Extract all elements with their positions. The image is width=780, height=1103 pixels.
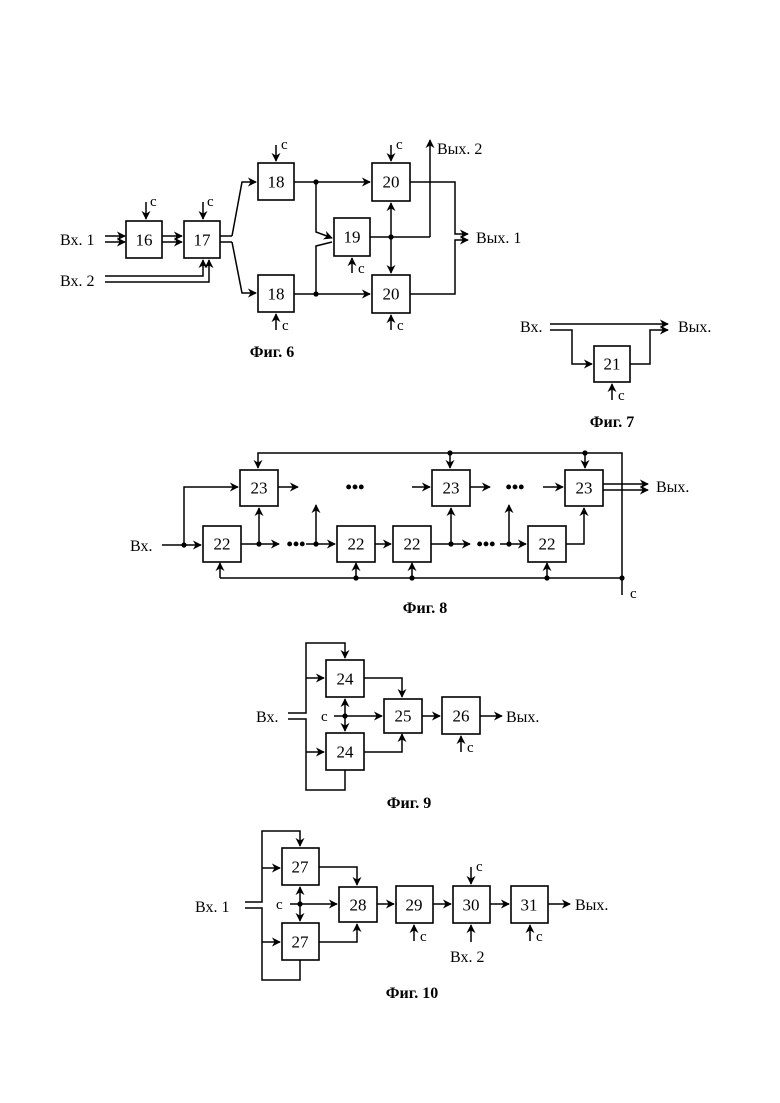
fig6-control-17: c <box>207 194 214 210</box>
figure-6: Вх. 1 Вх. 2 16 c 17 c 18 c 18 c <box>60 137 521 361</box>
fig9-block-24-top-label: 24 <box>337 670 355 689</box>
fig9-block-25-label: 25 <box>395 707 412 726</box>
fig8-block-22-b-label: 22 <box>348 535 365 554</box>
fig6-control-20-top: c <box>396 137 403 153</box>
fig8-block-22-c-label: 22 <box>404 535 421 554</box>
fig8-caption: Фиг. 8 <box>403 600 447 617</box>
fig6-output-1-label: Вых. 1 <box>476 230 521 247</box>
fig6-block-18-top-label: 18 <box>268 173 285 192</box>
fig10-block-29-label: 29 <box>406 896 423 915</box>
fig6-control-16: c <box>150 194 157 210</box>
fig8-input-label: Вх. <box>130 538 152 555</box>
fig7-input-label: Вх. <box>520 319 542 336</box>
fig9-block-26-label: 26 <box>453 707 470 726</box>
fig10-control: c <box>276 897 283 913</box>
fig10-block-27-top-label: 27 <box>292 858 310 877</box>
figure-9: Вх. 24 24 c 25 26 c Вых. Фиг. 9 <box>256 643 539 812</box>
fig6-control-18-top: c <box>281 137 288 153</box>
fig8-block-23-a-label: 23 <box>251 479 268 498</box>
fig6-caption: Фиг. 6 <box>250 344 294 361</box>
fig8-ellipsis-top-2: ••• <box>506 477 525 497</box>
fig6-input-2-label: Вх. 2 <box>60 273 94 290</box>
fig9-input-label: Вх. <box>256 709 278 726</box>
fig10-block-30-label: 30 <box>463 896 480 915</box>
fig8-ellipsis-top-1: ••• <box>346 477 365 497</box>
fig8-control: c <box>630 586 637 602</box>
fig8-ellipsis-bottom-2: ••• <box>477 534 496 554</box>
fig6-block-18-bottom-label: 18 <box>268 285 285 304</box>
fig10-block-27-bottom-label: 27 <box>292 933 310 952</box>
fig6-block-16-label: 16 <box>136 231 153 250</box>
fig8-block-22-d-label: 22 <box>539 535 556 554</box>
fig10-output-label: Вых. <box>575 897 608 914</box>
fig10-block-28-label: 28 <box>350 896 367 915</box>
fig9-control-26: c <box>467 740 474 756</box>
fig9-output-label: Вых. <box>506 709 539 726</box>
fig10-input-2-label: Вх. 2 <box>450 949 484 966</box>
fig8-ellipsis-bottom-1: ••• <box>287 534 306 554</box>
fig8-block-22-a-label: 22 <box>214 535 231 554</box>
figure-8: c Вх. 23 ••• 23 ••• 23 Вых. 22 ••• 22 <box>130 450 689 617</box>
fig7-output-label: Вых. <box>678 319 711 336</box>
fig10-caption: Фиг. 10 <box>386 985 438 1002</box>
fig8-block-23-b-label: 23 <box>443 479 460 498</box>
fig6-output-2-label: Вых. 2 <box>437 141 482 158</box>
fig6-control-19: c <box>358 261 365 277</box>
fig6-block-20-top-label: 20 <box>383 173 400 192</box>
fig6-input-1-label: Вх. 1 <box>60 232 94 249</box>
fig6-block-19-label: 19 <box>344 228 361 247</box>
fig8-output-label: Вых. <box>656 479 689 496</box>
fig6-control-20-bottom: c <box>397 318 404 334</box>
figure-7: Вх. 21 c Вых. Фиг. 7 <box>520 319 711 431</box>
fig8-block-23-c-label: 23 <box>576 479 593 498</box>
fig10-input-1-label: Вх. 1 <box>195 899 229 916</box>
fig6-block-17-label: 17 <box>194 231 212 250</box>
fig6-control-18-bottom: c <box>282 318 289 334</box>
fig10-control-30: c <box>476 859 483 875</box>
fig9-control: c <box>321 709 328 725</box>
fig9-block-24-bottom-label: 24 <box>337 743 355 762</box>
fig7-control-21: c <box>618 388 625 404</box>
figure-10: Вх. 1 27 27 c 28 29 c 30 c Вх. 2 <box>195 831 608 1002</box>
fig10-control-31: c <box>536 929 543 945</box>
fig7-block-21-label: 21 <box>604 355 621 374</box>
fig6-block-20-bottom-label: 20 <box>383 285 400 304</box>
fig10-control-29: c <box>420 929 427 945</box>
fig7-caption: Фиг. 7 <box>590 414 634 431</box>
fig9-caption: Фиг. 9 <box>387 795 431 812</box>
fig10-block-31-label: 31 <box>521 896 538 915</box>
